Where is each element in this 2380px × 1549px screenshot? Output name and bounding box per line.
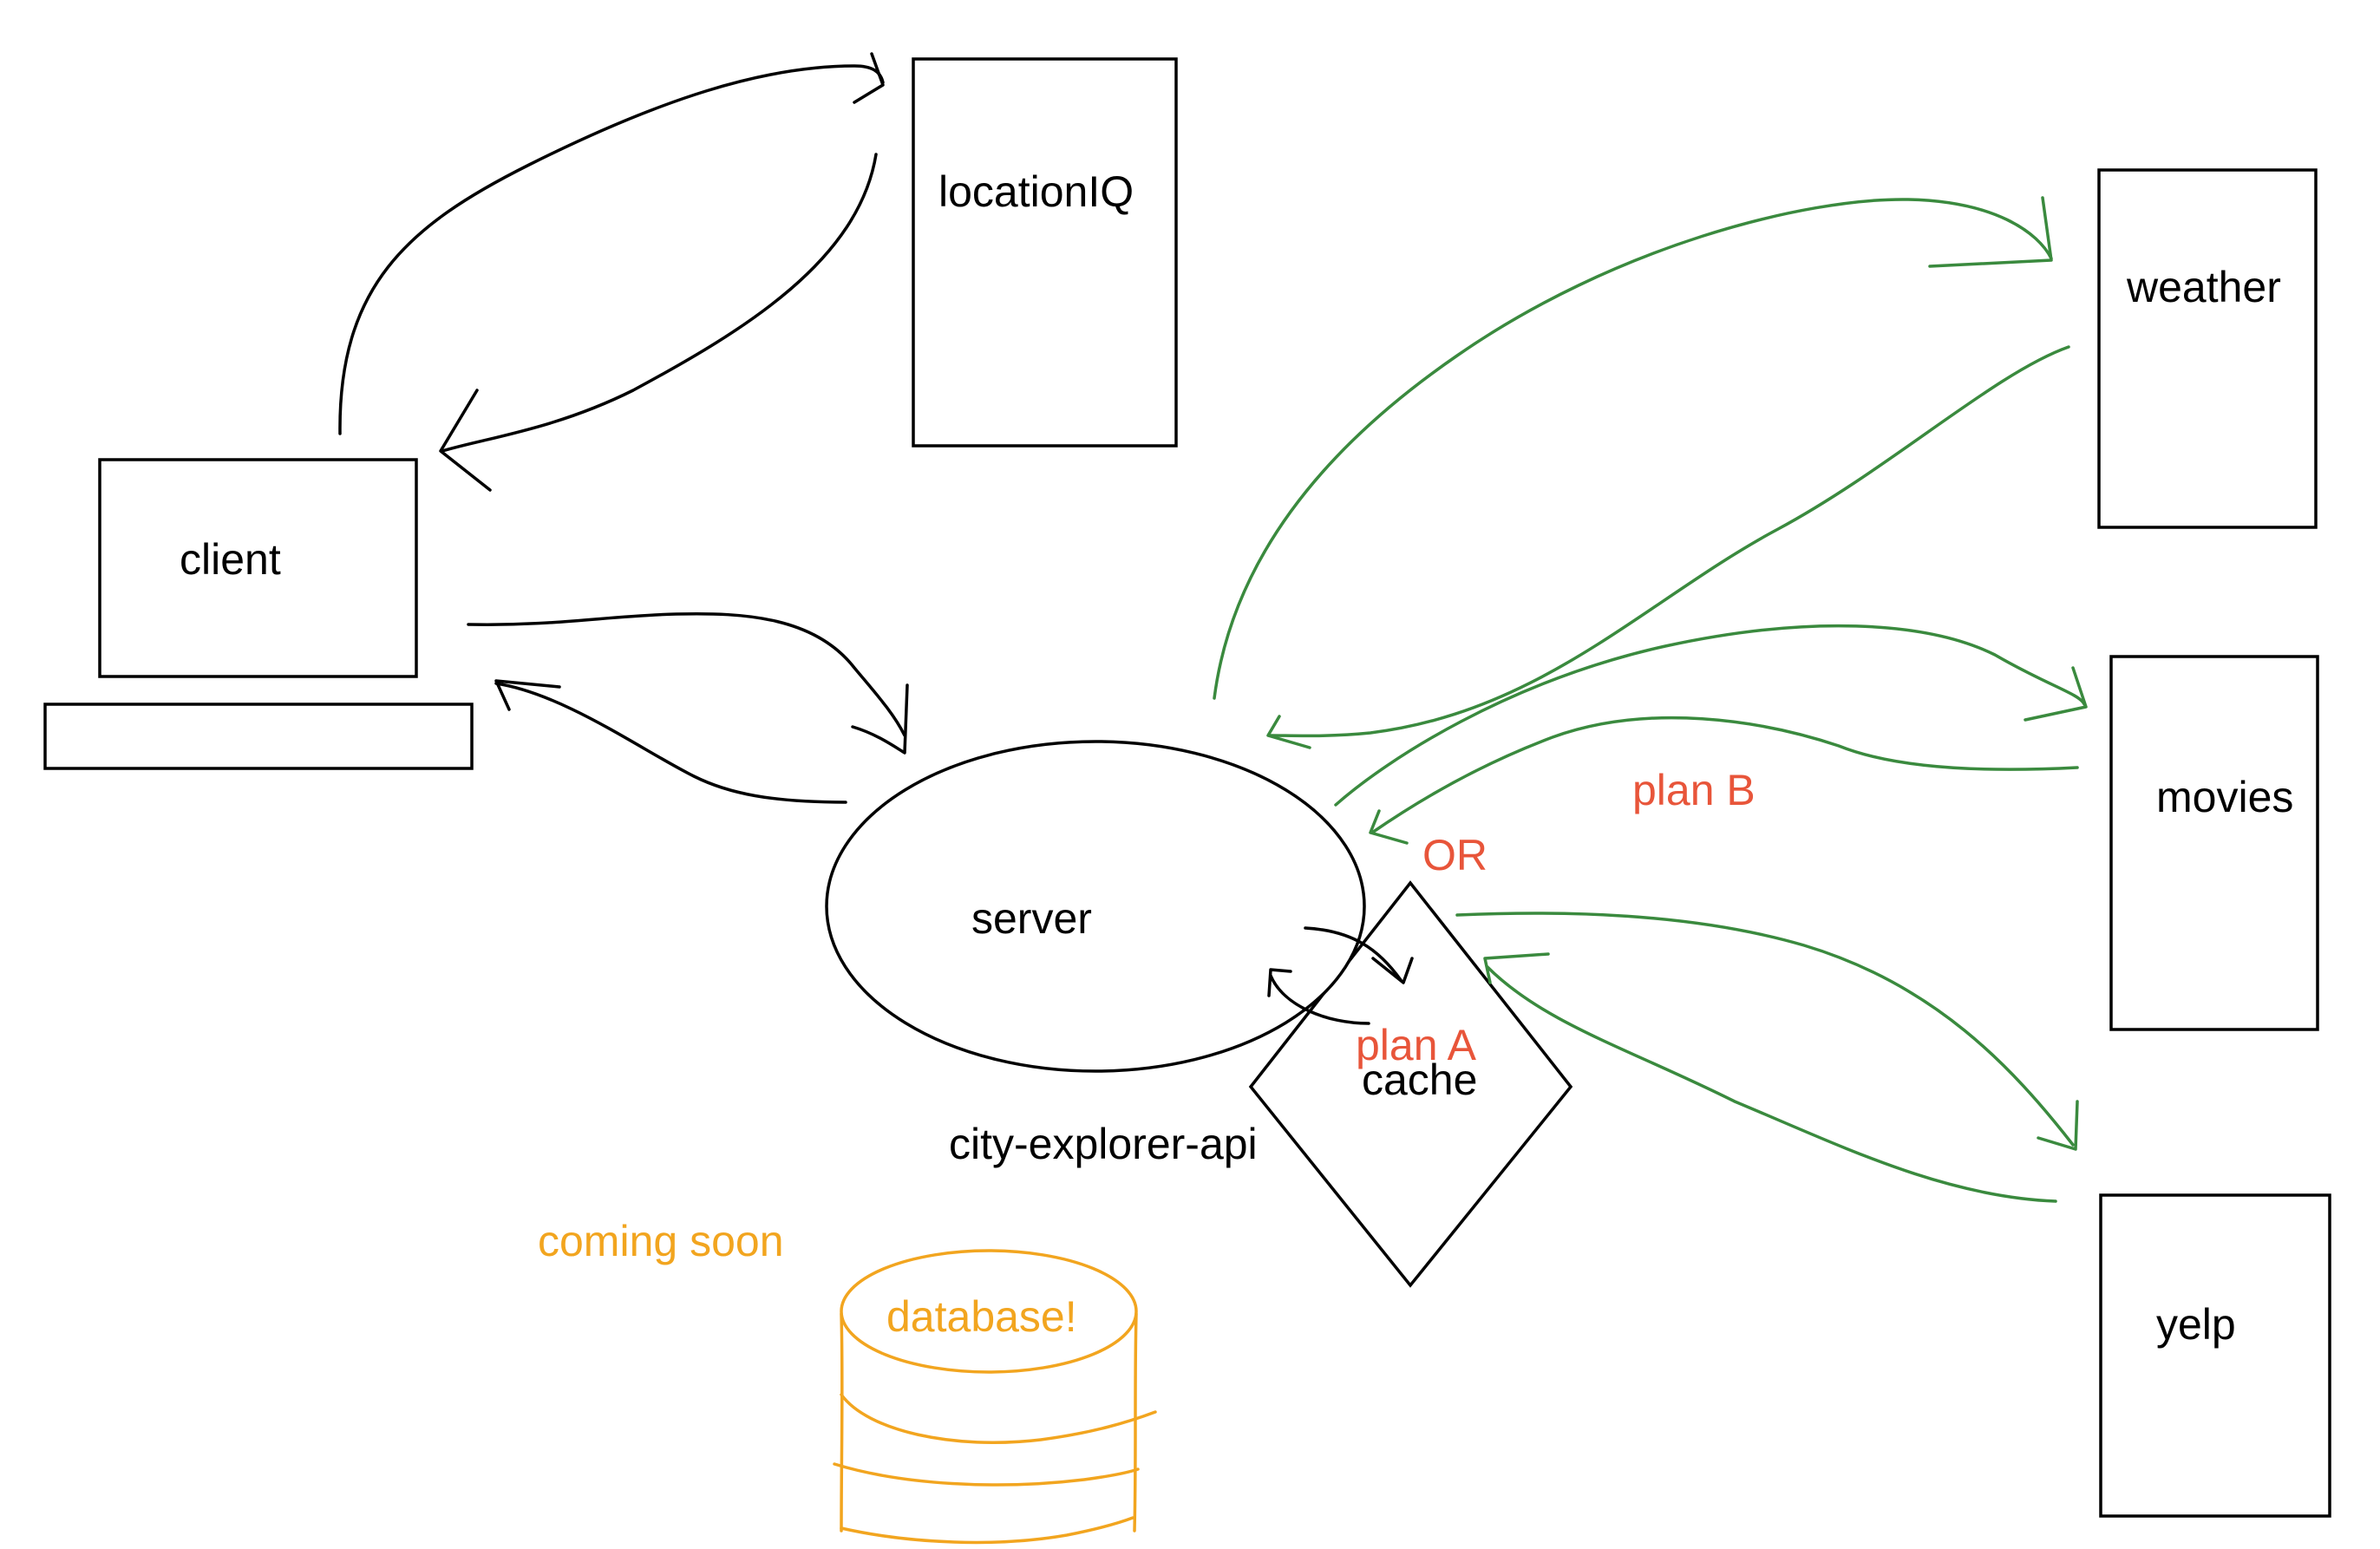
arrow-locationiq-to-client [439,153,878,492]
movies-label: movies [2156,773,2293,821]
arrow-cache-to-server [1267,968,1370,1025]
locationiq-label: locationIQ [938,167,1134,216]
arrow-movies-to-server [1369,716,2079,845]
arrow-weather-to-server [1266,345,2070,749]
arrow-client-to-server [467,611,909,755]
server-node: server city-explorer-api [825,740,1366,1168]
arrow-server-to-cache [1304,926,1414,984]
server-caption: city-explorer-api [949,1120,1258,1168]
arrow-server-to-movies [1334,624,2088,807]
movies-node: movies [2109,655,2319,1031]
database-left-side [840,1312,844,1533]
locationiq-node: locationIQ [912,57,1178,448]
database-right-side [1133,1312,1138,1533]
database-ring-1 [840,1393,1157,1445]
yelp-box [2099,1193,2331,1518]
coming-soon-label: coming soon [538,1217,784,1265]
client-node: client [43,458,474,770]
weather-node: weather [2097,168,2318,529]
cache-node: cache [1248,880,1573,1288]
arrow-server-to-client [494,679,847,804]
plan-a-label: plan A [1356,1021,1477,1069]
database-top [840,1249,1138,1374]
plan-b-label: plan B [1632,766,1756,814]
client-monitor [98,458,418,678]
weather-box [2097,168,2318,529]
server-label: server [971,894,1092,943]
arrow-server-to-weather [1213,196,2053,700]
cache-label: cache [1362,1056,1477,1104]
server-ellipse [825,740,1366,1073]
yelp-label: yelp [2156,1300,2236,1349]
arrow-client-to-locationiq [338,52,885,435]
locationiq-box [912,57,1178,448]
database-ring-3 [840,1516,1134,1545]
arrow-server-to-yelp [1455,912,2079,1151]
movies-box [2109,655,2319,1031]
yelp-node: yelp [2099,1193,2331,1518]
cache-diamond [1248,880,1573,1288]
database-label: database! [886,1292,1077,1341]
database-node: database! [833,1249,1157,1545]
or-label: OR [1422,831,1488,879]
client-keyboard [43,703,474,770]
database-ring-2 [833,1462,1140,1487]
client-label: client [180,535,281,584]
arrow-yelp-to-server [1483,952,2057,1203]
weather-label: weather [2126,263,2281,311]
